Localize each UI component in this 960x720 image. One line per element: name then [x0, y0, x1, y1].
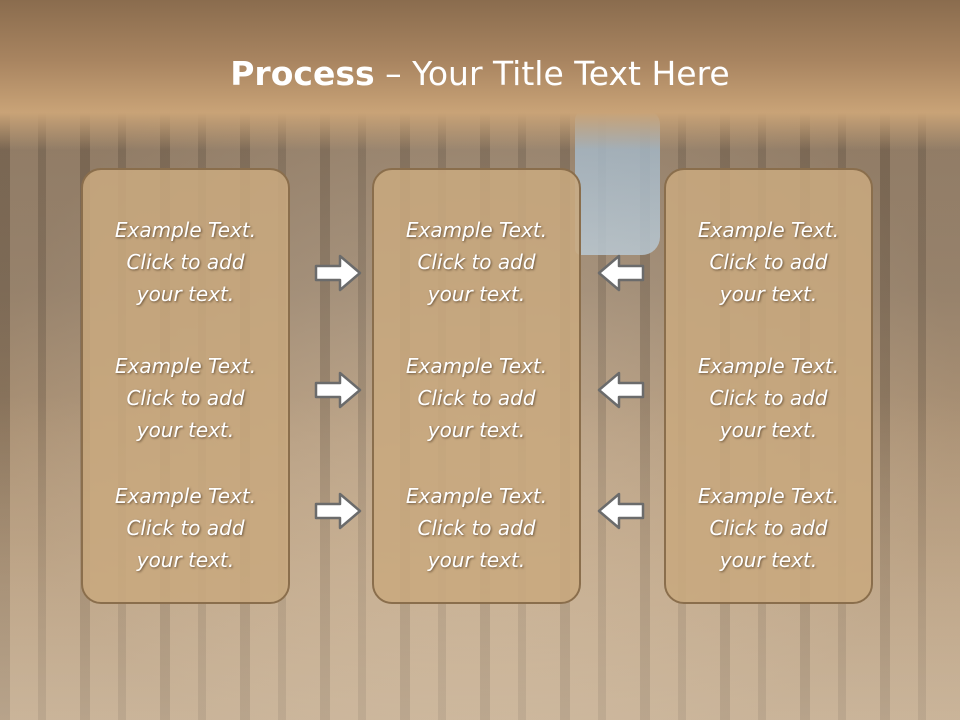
process-box-center[interactable]: Example Text. Click to add your text. Ex…: [372, 168, 581, 604]
text-line: your text.: [136, 418, 235, 442]
text-placeholder[interactable]: Example Text. Click to add your text.: [83, 350, 288, 446]
left-arrow-icon: [597, 253, 645, 293]
title-band: [0, 0, 960, 150]
text-line: Click to add: [417, 250, 536, 274]
right-arrow-icon: [314, 491, 362, 531]
left-arrow-icon: [597, 370, 645, 410]
process-box-left[interactable]: Example Text. Click to add your text. Ex…: [81, 168, 290, 604]
right-arrow-icon: [314, 253, 362, 293]
slide-title[interactable]: Process – Your Title Text Here: [0, 52, 960, 96]
text-line: your text.: [719, 282, 818, 306]
text-line: Example Text.: [405, 354, 548, 378]
right-arrow-icon: [314, 370, 362, 410]
text-line: Example Text.: [405, 484, 548, 508]
text-line: Example Text.: [114, 484, 257, 508]
text-line: Click to add: [126, 250, 245, 274]
text-line: your text.: [719, 548, 818, 572]
process-box-right[interactable]: Example Text. Click to add your text. Ex…: [664, 168, 873, 604]
text-line: Click to add: [126, 386, 245, 410]
text-line: Click to add: [709, 386, 828, 410]
text-line: Example Text.: [697, 354, 840, 378]
text-placeholder[interactable]: Example Text. Click to add your text.: [666, 214, 871, 310]
text-placeholder[interactable]: Example Text. Click to add your text.: [83, 480, 288, 576]
text-line: your text.: [719, 418, 818, 442]
text-line: your text.: [427, 548, 526, 572]
text-line: Example Text.: [405, 218, 548, 242]
text-line: Click to add: [417, 516, 536, 540]
text-line: Click to add: [709, 250, 828, 274]
text-line: Click to add: [417, 386, 536, 410]
text-placeholder[interactable]: Example Text. Click to add your text.: [374, 480, 579, 576]
title-rest: – Your Title Text Here: [374, 54, 730, 93]
text-placeholder[interactable]: Example Text. Click to add your text.: [374, 350, 579, 446]
text-line: Click to add: [709, 516, 828, 540]
text-line: Example Text.: [114, 354, 257, 378]
text-placeholder[interactable]: Example Text. Click to add your text.: [666, 350, 871, 446]
text-line: Example Text.: [697, 484, 840, 508]
title-bold: Process: [230, 54, 375, 93]
text-line: Example Text.: [697, 218, 840, 242]
text-line: your text.: [427, 418, 526, 442]
text-placeholder[interactable]: Example Text. Click to add your text.: [83, 214, 288, 310]
text-placeholder[interactable]: Example Text. Click to add your text.: [374, 214, 579, 310]
left-arrow-icon: [597, 491, 645, 531]
text-line: your text.: [136, 548, 235, 572]
text-line: your text.: [136, 282, 235, 306]
text-line: Example Text.: [114, 218, 257, 242]
text-line: Click to add: [126, 516, 245, 540]
text-line: your text.: [427, 282, 526, 306]
text-placeholder[interactable]: Example Text. Click to add your text.: [666, 480, 871, 576]
